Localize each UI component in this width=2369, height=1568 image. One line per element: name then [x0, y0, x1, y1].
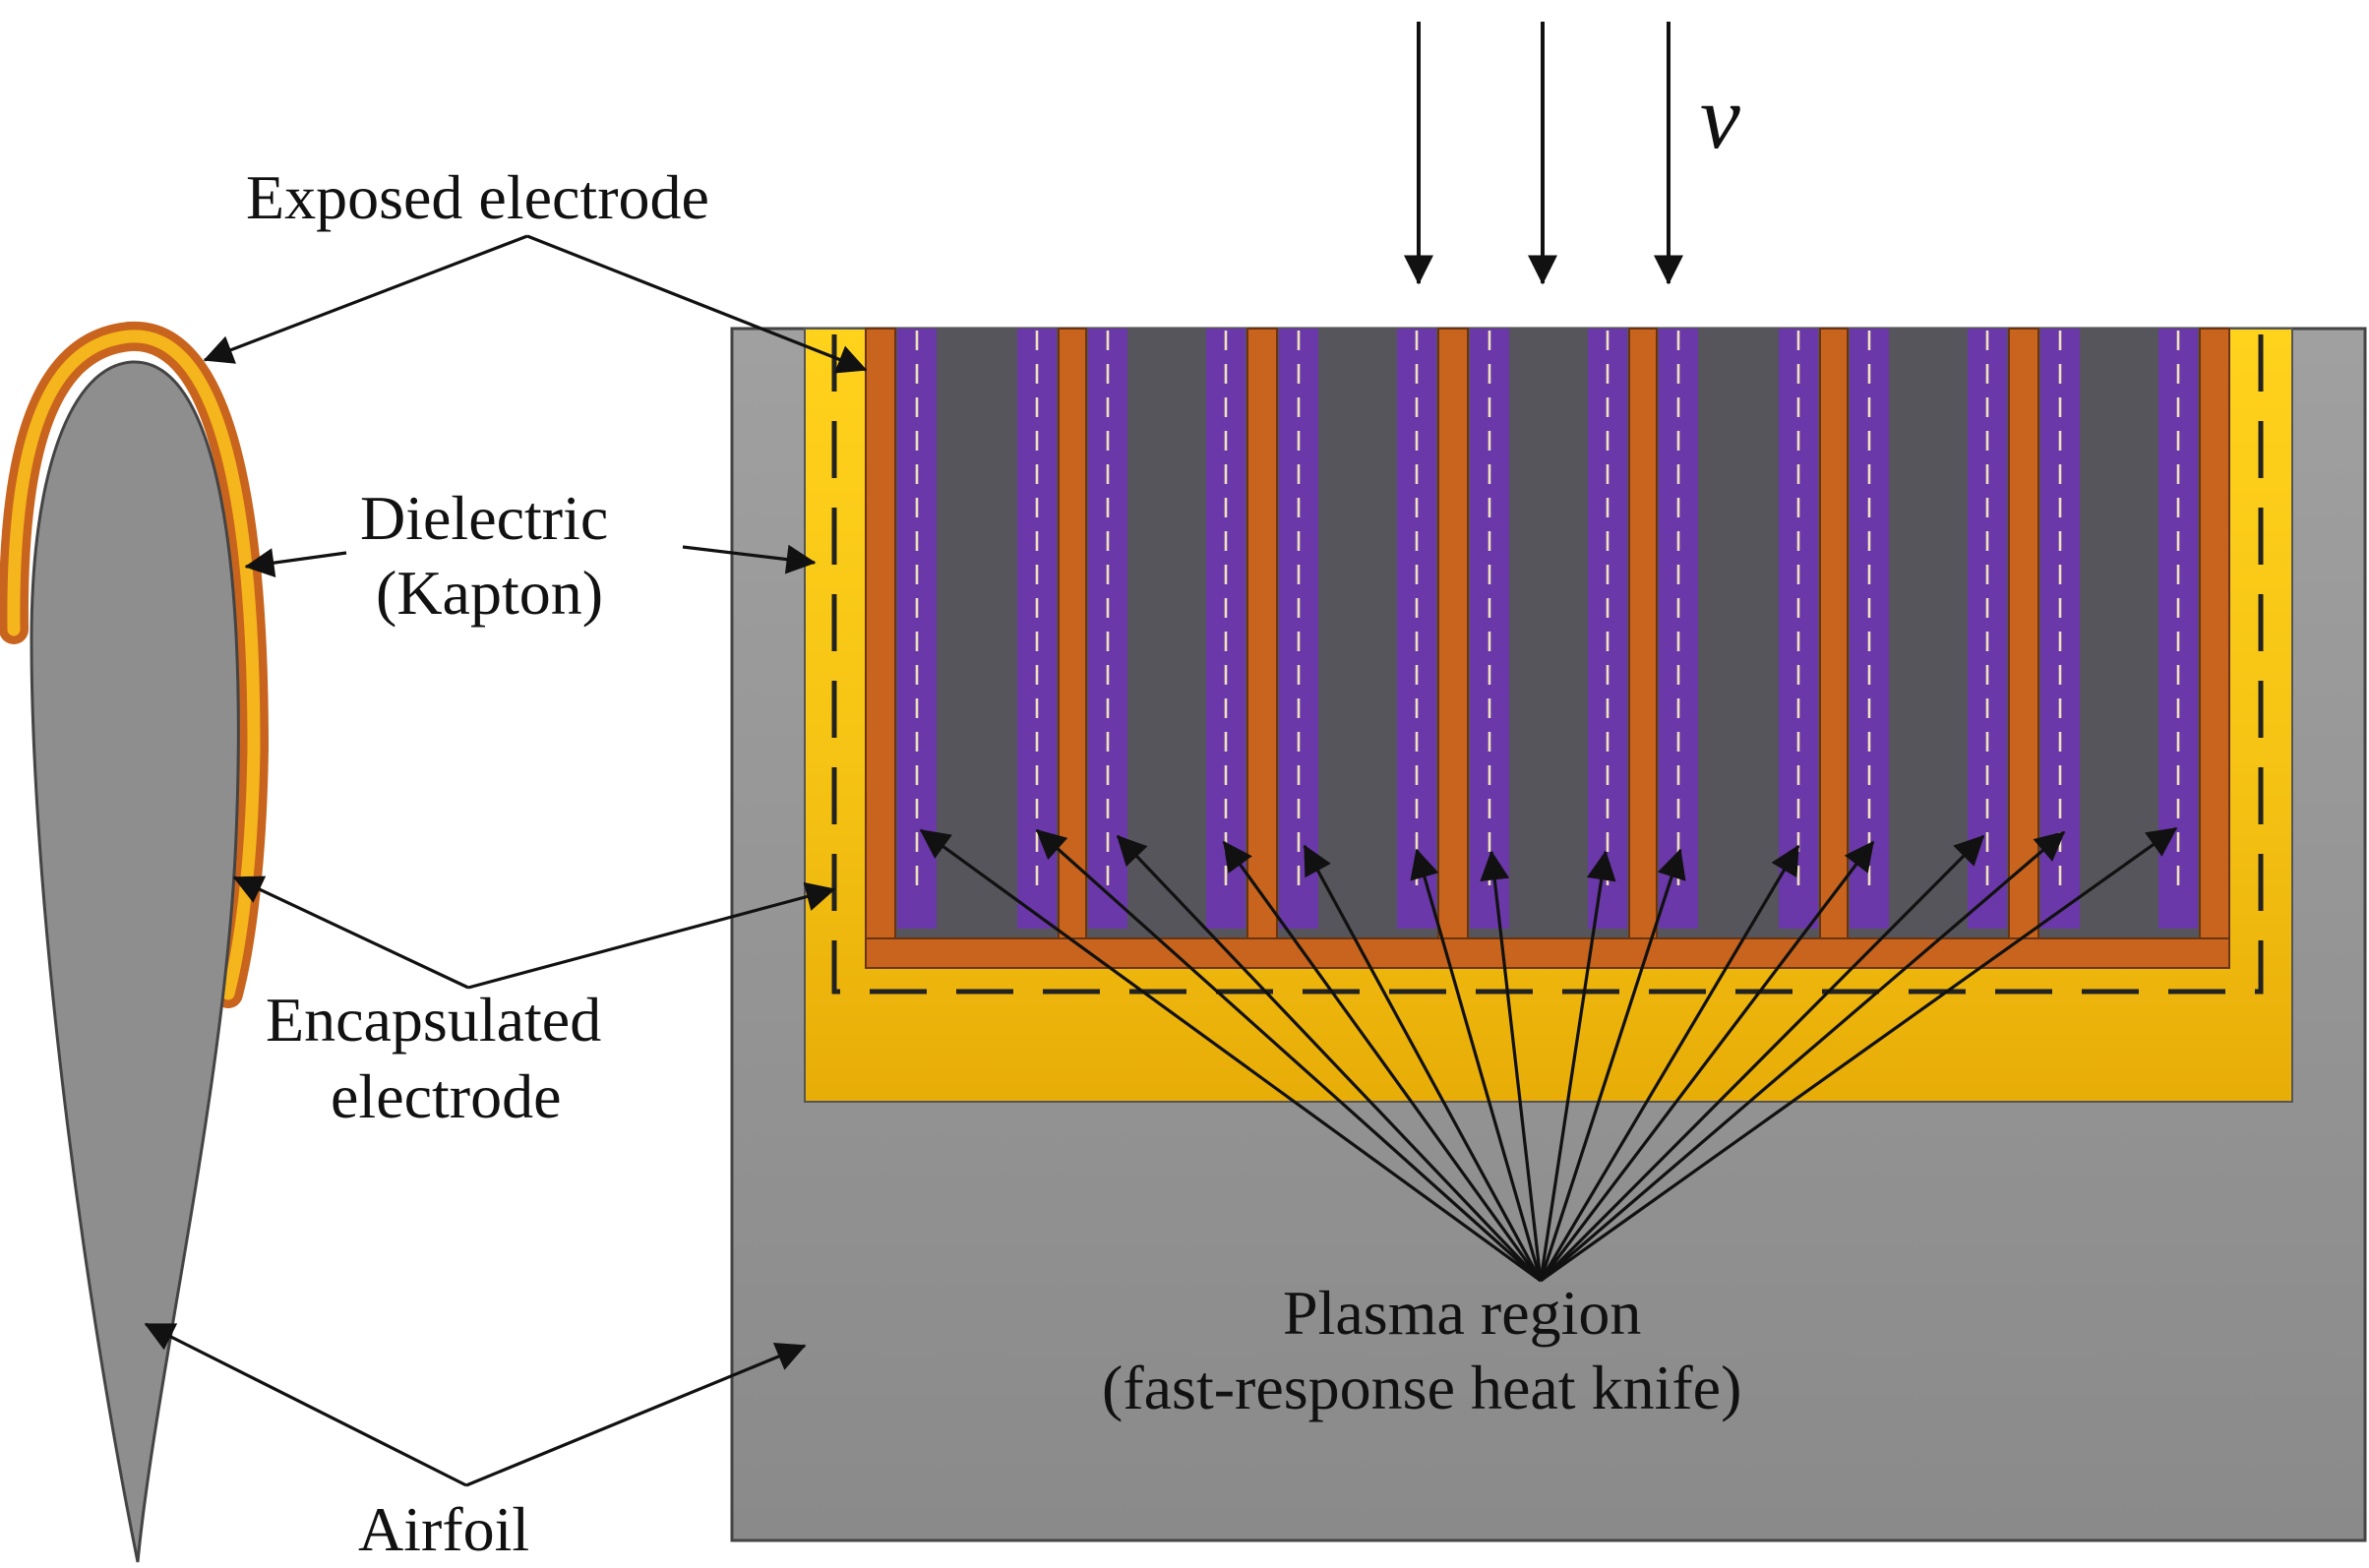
plasma-pointer	[1539, 850, 1616, 1282]
dielectric-label-line2: (Kapton)	[376, 558, 603, 628]
plasma-pointer	[919, 828, 1542, 1283]
plasma-strip	[1850, 329, 1889, 929]
plasma-strips	[897, 329, 2198, 929]
leader-airfoil-right	[465, 1343, 807, 1487]
plasma-strip	[1470, 329, 1509, 929]
exposed-electrodes	[865, 328, 2230, 969]
plasma-strip	[897, 329, 937, 929]
exposed-electrode-bar	[1628, 328, 1658, 939]
leader-dielectric-right	[682, 544, 817, 574]
plasma-strip	[1206, 329, 1245, 929]
plasma-pointer	[1035, 828, 1543, 1283]
encapsulated-label-line2: electrode	[331, 1061, 562, 1131]
label-dielectric: Dielectric (Kapton)	[244, 483, 817, 628]
plasma-pointer	[1539, 840, 1875, 1282]
label-airfoil: Airfoil	[144, 1322, 807, 1564]
plasma-label-line1: Plasma region	[1283, 1278, 1641, 1348]
plasma-pointer	[1539, 844, 1800, 1282]
plasma-strip	[1397, 329, 1436, 929]
airfoil-section	[0, 321, 270, 1563]
leader-dielectric-left	[244, 548, 347, 577]
flow-arrows: v	[1404, 22, 1740, 285]
plasma-pointer	[1222, 840, 1543, 1282]
leader-exposed-right	[526, 234, 868, 374]
leader-encapsulated-left	[232, 875, 469, 990]
label-plasma-region: Plasma region (fast-response heat knife)	[919, 826, 2178, 1422]
leader-exposed-left	[203, 234, 528, 364]
plasma-strip	[1017, 329, 1057, 929]
airfoil-label: Airfoil	[358, 1494, 529, 1564]
plasma-strip	[1659, 329, 1698, 929]
plasma-pointer	[1540, 826, 2178, 1283]
exposed-electrode-bar	[865, 328, 896, 939]
exposed-electrode-label: Exposed electrode	[246, 162, 709, 232]
plasma-pointer	[1539, 830, 2066, 1283]
plasma-pointer	[1410, 848, 1543, 1282]
plasma-pointer	[1480, 850, 1543, 1282]
plasma-pointer	[1303, 844, 1543, 1282]
exposed-electrode-bar	[2008, 328, 2039, 939]
exposed-electrode-bar	[1437, 328, 1469, 939]
plasma-strip	[1779, 329, 1818, 929]
leader-encapsulated-right	[467, 881, 836, 990]
airfoil-body	[30, 360, 240, 1563]
plasma-strip	[1588, 329, 1627, 929]
actuator-panel	[730, 327, 2367, 1542]
label-exposed-electrode: Exposed electrode	[203, 162, 868, 374]
plasma-strip	[1088, 329, 1127, 929]
exposed-electrode-bar	[1819, 328, 1849, 939]
plasma-pointer	[1116, 834, 1543, 1283]
exposed-electrode-bus	[865, 937, 2230, 969]
exposed-electrode-bar	[1246, 328, 1278, 939]
dielectric-label-line1: Dielectric	[360, 483, 608, 553]
plasma-strip	[2040, 329, 2080, 929]
plasma-pointer	[1539, 834, 1985, 1283]
plasma-pointer	[1539, 848, 1686, 1282]
plasma-pointer-arrows	[919, 826, 2178, 1283]
leader-airfoil-left	[144, 1322, 467, 1487]
plasma-strip	[1968, 329, 2007, 929]
plasma-dashes	[915, 331, 2180, 885]
velocity-symbol: v	[1700, 67, 1740, 167]
label-encapsulated-electrode: Encapsulated electrode	[232, 875, 836, 1131]
encapsulated-label-line1: Encapsulated	[266, 985, 601, 1055]
plasma-label-line2: (fast-response heat knife)	[1102, 1353, 1741, 1422]
exposed-electrode-bar	[1058, 328, 1087, 939]
exposed-electrode-bar	[2199, 328, 2230, 939]
plasma-strip	[1279, 329, 1318, 929]
